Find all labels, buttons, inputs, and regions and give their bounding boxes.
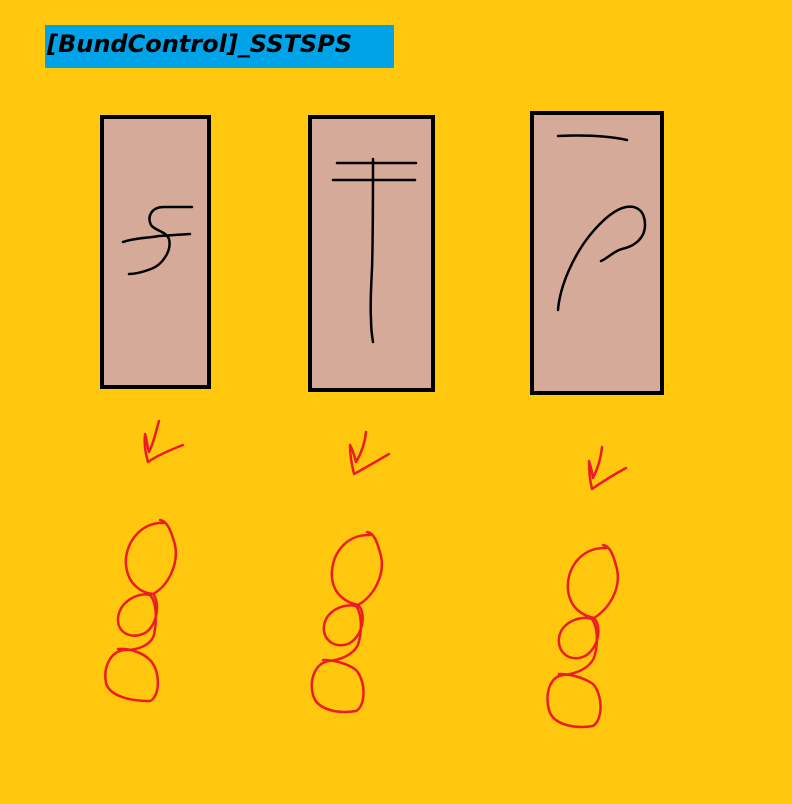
arrow-3-icon (587, 445, 628, 491)
page-title: [BundControl]_SSTSPS (47, 30, 353, 58)
title-band (45, 25, 394, 68)
coil-2-icon (310, 530, 384, 714)
p-glyph-icon (556, 134, 647, 312)
glyph-panel-p (530, 111, 664, 395)
coil-3-icon (546, 543, 620, 729)
glyph-panel-s (100, 115, 211, 389)
coil-1-icon (104, 518, 178, 703)
arrow-1-icon (143, 419, 185, 464)
glyph-panel-t (308, 115, 435, 392)
s-glyph-icon (121, 205, 194, 276)
t-glyph-icon (331, 157, 418, 344)
arrow-2-icon (348, 430, 391, 476)
